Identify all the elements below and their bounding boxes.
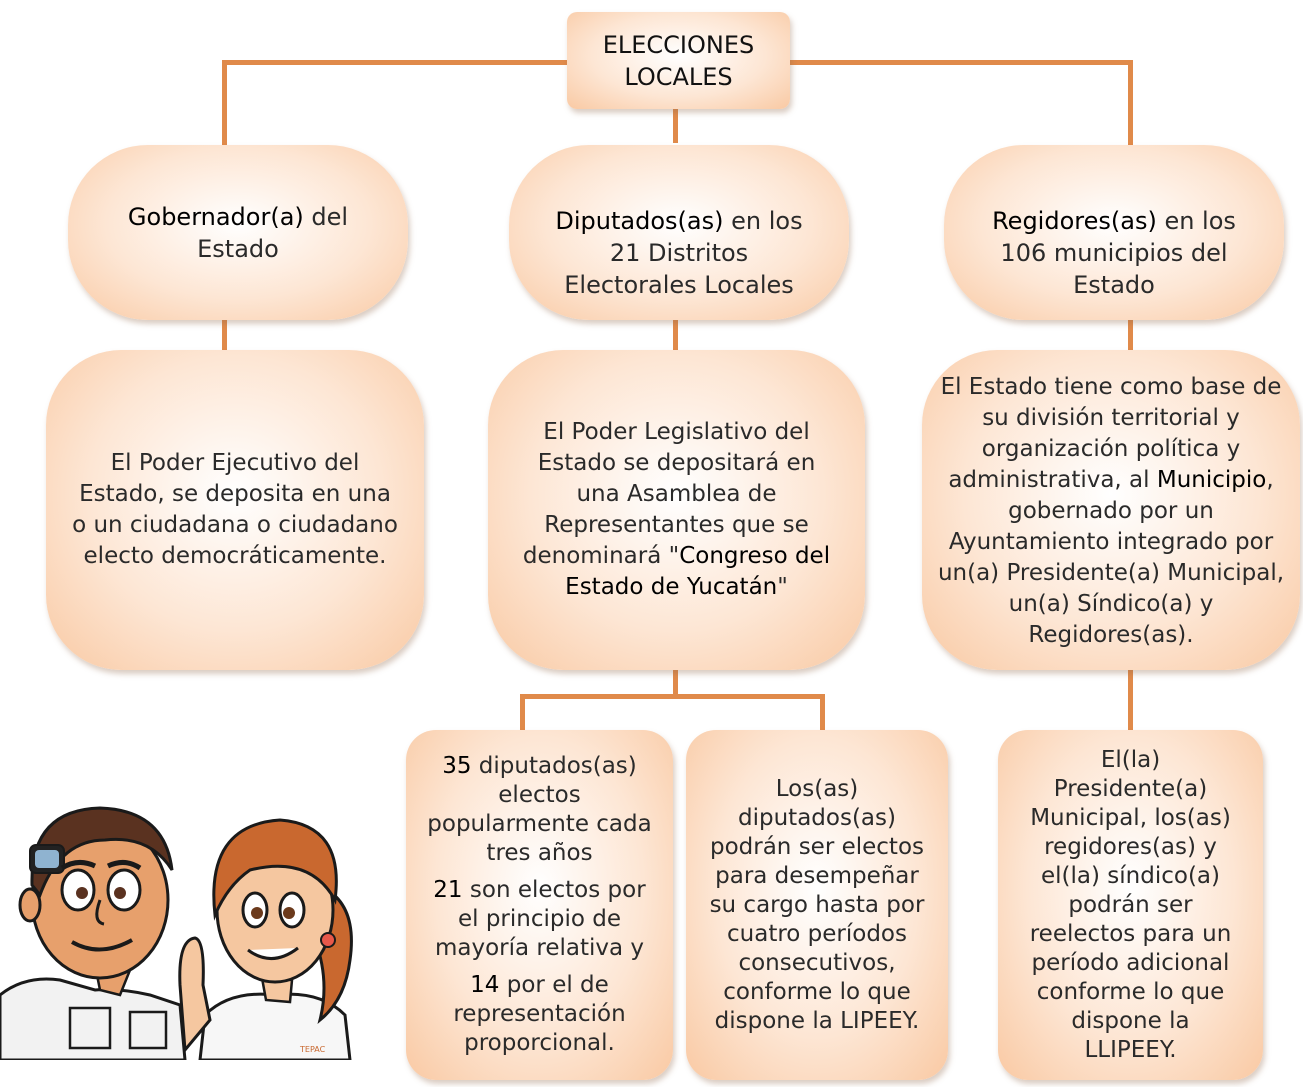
connector-to-gobernador [222, 60, 227, 145]
reeleccion-diputados-text: Los(as) diputados(as) podrán ser electos… [709, 775, 925, 1034]
ejecutivo-text: El Poder Ejecutivo del Estado, se deposi… [72, 450, 398, 569]
connector-reg-to-municipio [1128, 318, 1133, 352]
reeleccion-municipal-text: El(la) Presidente(a) Municipal, los(as) … [1029, 746, 1232, 1063]
legislativo-box: El Poder Legislativo del Estado se depos… [488, 350, 865, 670]
composicion-box: 35 diputados(as) electos popularmente ca… [406, 730, 673, 1080]
connector-to-composicion [520, 694, 525, 730]
legislativo-post: " [777, 574, 788, 600]
diputados-rest: en los 21 Distritos Electorales Locales [564, 206, 803, 299]
reeleccion-municipal-box: El(la) Presidente(a) Municipal, los(as) … [998, 730, 1263, 1080]
composicion-num-35: 35 [442, 753, 472, 779]
reeleccion-diputados-box: Los(as) diputados(as) podrán ser electos… [686, 730, 948, 1080]
gobernador-rest: del Estado [197, 202, 349, 263]
connector-legislativo-down [673, 668, 678, 696]
connector-gob-to-ejecutivo [222, 318, 227, 352]
connector-bottom-horizontal [520, 694, 825, 699]
legislativo-strong: Congreso del Estado de Yucatán [565, 543, 831, 600]
diputados-strong: Diputados(as) [555, 206, 724, 235]
connector-dip-to-legislativo [673, 318, 678, 352]
title-line-1: ELECCIONES [602, 30, 755, 59]
mascots-illustration: TEPAC [0, 806, 353, 1060]
gobernador-strong: Gobernador(a) [127, 202, 304, 231]
gobernador-box: Gobernador(a) del Estado [68, 145, 408, 320]
municipio-strong: Municipio [1156, 467, 1267, 493]
composicion-text-35: diputados(as) electos popularmente cada … [427, 753, 652, 866]
legislativo-pre: El Poder Legislativo del Estado se depos… [522, 419, 816, 569]
title-box: ELECCIONES LOCALES [567, 12, 790, 109]
mascot-logo: TEPAC [299, 1045, 326, 1054]
regidores-rest: en los 106 municipios del Estado [1000, 206, 1236, 299]
connector-to-diputados [673, 108, 678, 143]
connector-municipio-to-reeleccion [1128, 668, 1133, 730]
composicion-num-14: 14 [470, 972, 500, 998]
municipio-box: El Estado tiene como base de su división… [922, 350, 1300, 670]
connector-to-regidores [1128, 60, 1133, 145]
regidores-strong: Regidores(as) [992, 206, 1157, 235]
male-mascot-figure [0, 806, 187, 1060]
connector-to-reeleccion-diputados [820, 694, 825, 730]
composicion-num-21: 21 [433, 877, 463, 903]
municipio-pre: El Estado tiene como base de su división… [940, 374, 1282, 493]
composicion-text-21: son electos por el principio de mayoría … [434, 877, 646, 961]
female-mascot-figure: TEPAC [178, 818, 353, 1060]
ejecutivo-box: El Poder Ejecutivo del Estado, se deposi… [46, 350, 424, 670]
title-line-2: LOCALES [624, 62, 733, 91]
municipio-post: , gobernado por un Ayuntamiento integrad… [937, 467, 1285, 648]
diputados-box: Diputados(as) en los 21 Distritos Electo… [509, 145, 849, 320]
regidores-box: Regidores(as) en los 106 municipios del … [944, 145, 1284, 320]
composicion-text-14: por el de representación proporcional. [453, 972, 626, 1056]
